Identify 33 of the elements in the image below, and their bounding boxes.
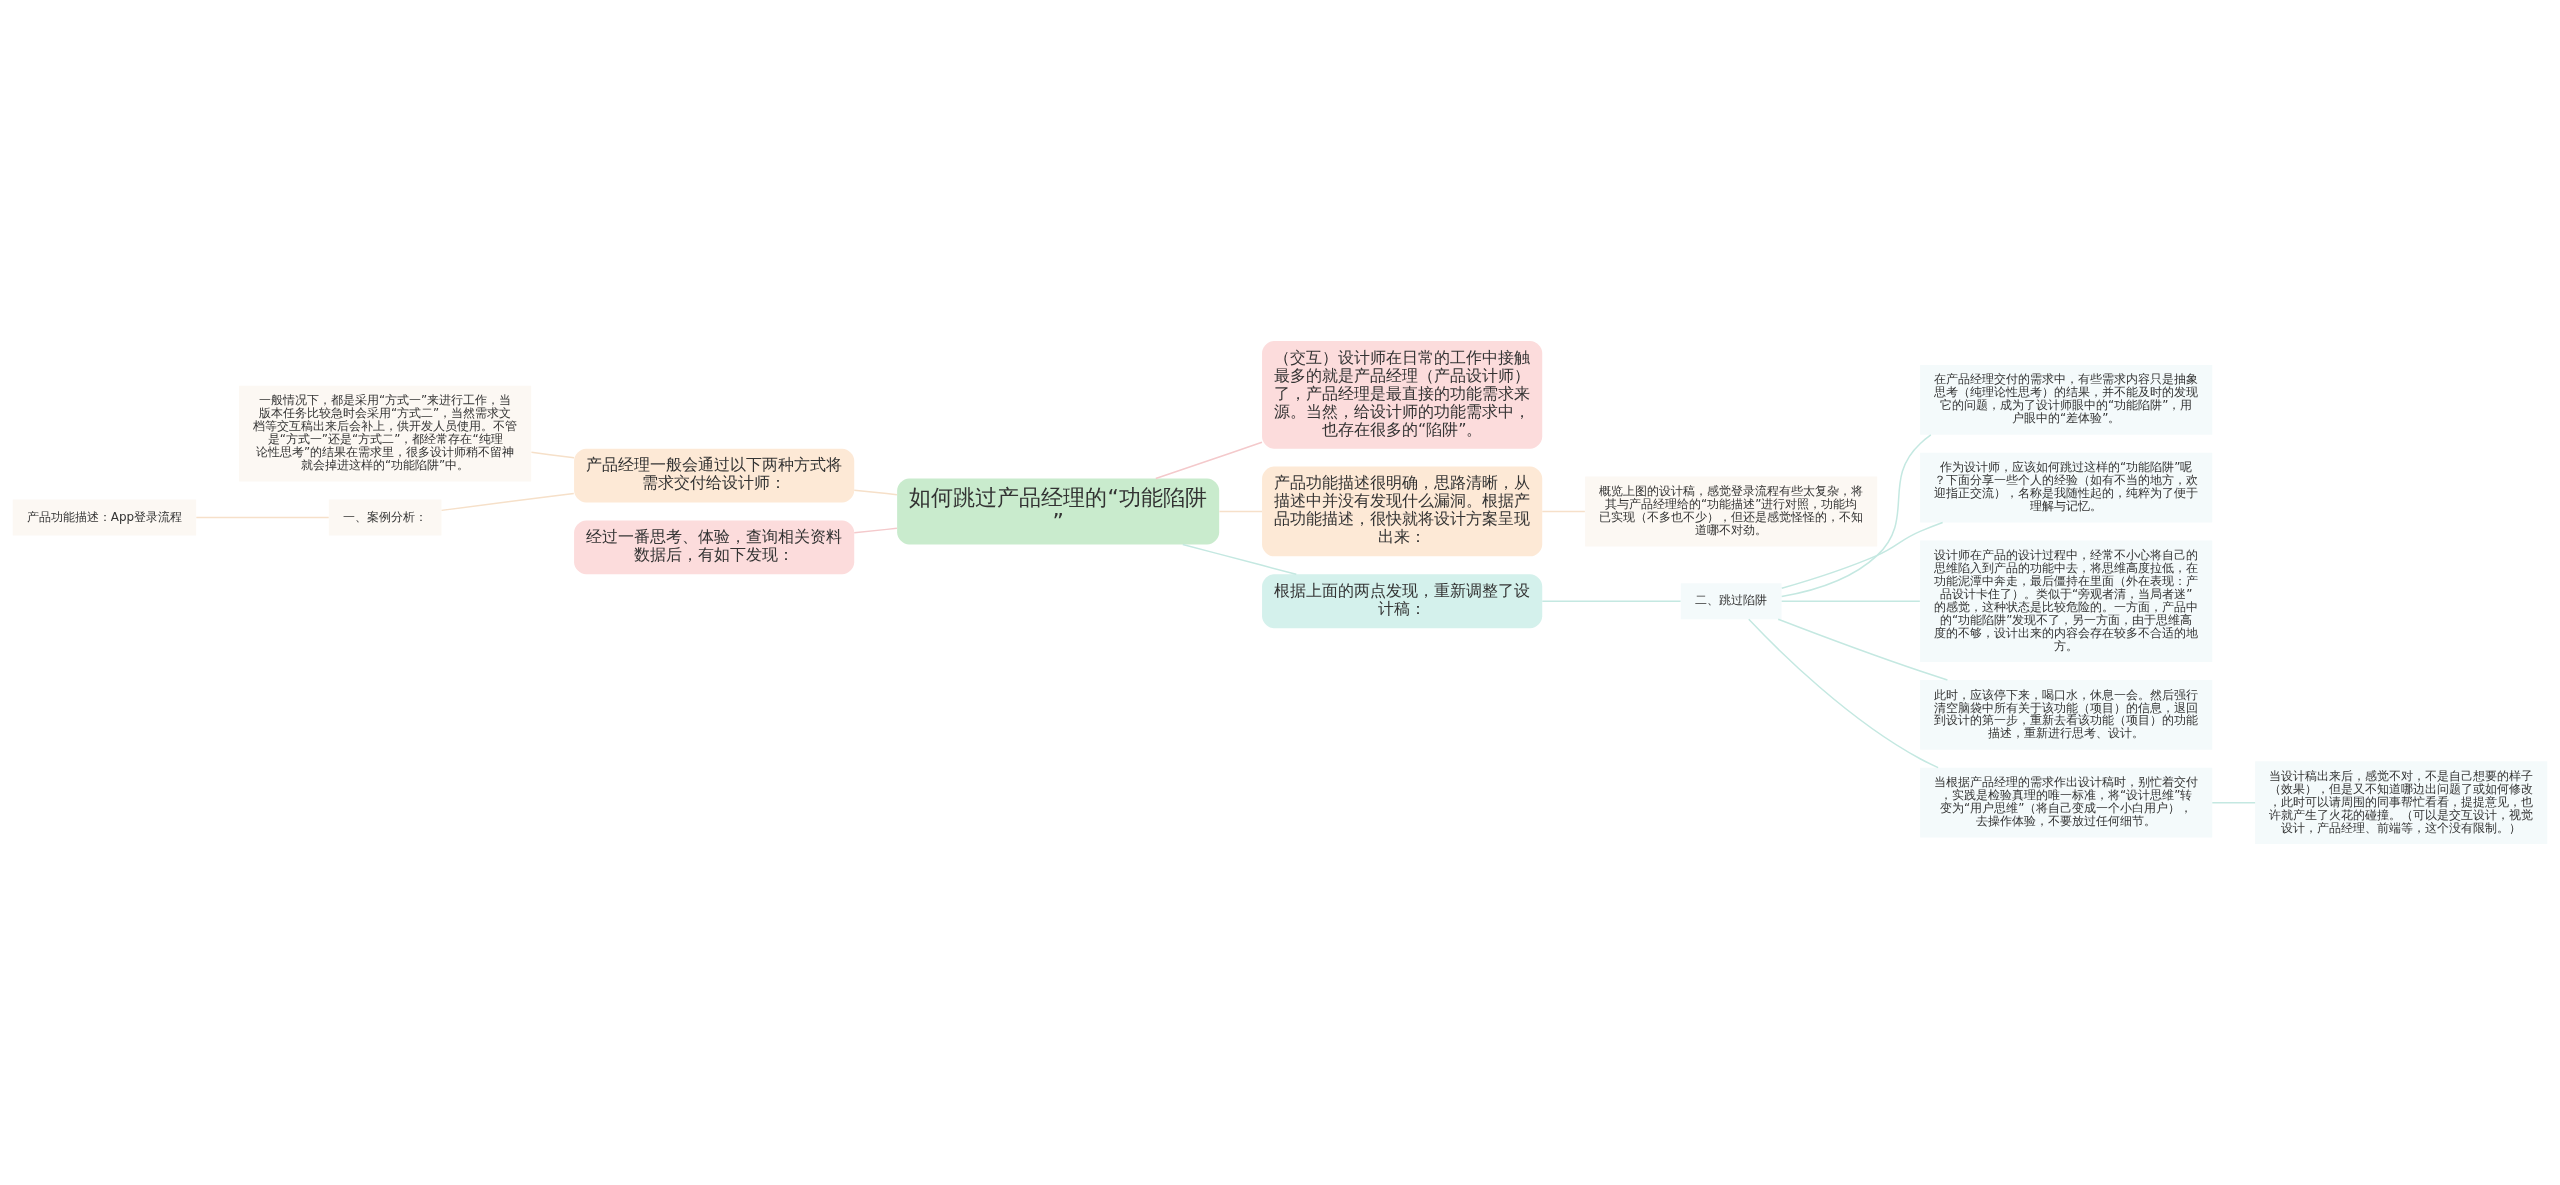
node-box: 产品经理一般会通过以下两种方式将需求交付给设计师： <box>574 448 855 503</box>
connector <box>1781 521 1944 589</box>
node-box: 概览上图的设计稿，感觉登录流程有些太复杂，将其与产品经理给的“功能描述”进行对照，功能均已实现（不多也不少），但还是感觉怪怪的，不知道哪不对劲。 <box>1585 476 1878 547</box>
connector <box>195 516 330 519</box>
node-box: 设计师在产品的设计过程中，经常不小心将自己的思维陷入到产品的功能中去，将思维高度拉低，在功能泥潭中奔走，最后僵持在里面（外在表现：产品设计卡住了）。类似于“旁观者清，当局者迷”的感觉，这种状态是比较危险的。一方面，产品中的“功能陷阱”发现不了，另一方面，由于思维高度的不够，设计出来的内容会存在较多不合适的地方。 <box>1920 540 2213 663</box>
connector <box>1541 600 1682 602</box>
node-box: 根据上面的两点发现，重新调整了设计稿： <box>1262 574 1543 629</box>
connector <box>1541 510 1586 513</box>
connector <box>2211 801 2256 804</box>
node-box: 产品功能描述：App登录流程 <box>12 499 197 536</box>
node-box: 作为设计师，应该如何跳过这样的“功能陷阱”呢？下面分享一些个人的经验（如有不当的地方，欢迎指正交流），名称是我随性起的，纯粹为了便于理解与记忆。 <box>1920 452 2213 523</box>
node-box: 此时，应该停下来，喝口水，休息一会。然后强行清空脑袋中所有关于该功能（项目）的信息，退回到设计的第一步，重新去看该功能（项目）的功能描述，重新进行思考、设计。 <box>1920 680 2213 750</box>
node-box: 当设计稿出来后，感觉不对，不是自己想要的样子（效果），但是又不知道哪边出问题了或如何修改，此时可以请周围的同事帮忙看看，提提意见，也许就产生了火花的碰撞。（可以是交互设计，视觉设计，产品经理、前端等，这个没有限制。） <box>2255 761 2548 844</box>
node-box: 经过一番思考、体验，查询相关资料数据后，有如下发现： <box>574 520 855 575</box>
node-box: 一般情况下，都是采用“方式一”来进行工作，当版本任务比较急时会采用“方式二”，当然需求文档等交互稿出来后会补上，供开发人员使用。不管是“方式一”还是“方式二”，都经常存在“纯理论性思考”的结果在需求里，很多设计师稍不留神就会掉进这样的“功能陷阱”中。 <box>239 385 532 482</box>
connector <box>530 451 575 459</box>
node-box: 在产品经理交付的需求中，有些需求内容只是抽象思考（纯理论性思考）的结果，并不能及时的发现它的问题，成为了设计师眼中的“功能陷阱”，用户眼中的“差体验”。 <box>1920 364 2213 435</box>
node-box: 如何跳过产品经理的“功能陷阱” <box>897 478 1220 545</box>
node-box: 当根据产品经理的需求作出设计稿时，别忙着交付，实践是检验真理的唯一标准，将“设计思维”转变为“用户思维”（将自己变成一个小白用户），去操作体验，不要放过任何细节。 <box>1920 767 2213 838</box>
node-box: 一、案例分析： <box>328 499 442 536</box>
connector <box>1777 618 1949 681</box>
connector <box>1155 441 1263 480</box>
connector <box>1182 543 1298 575</box>
node-box: 产品功能描述很明确，思路清晰，从描述中并没有发现什么漏洞。根据产品功能描述，很快就将设计方案呈现出来： <box>1262 466 1543 557</box>
connector <box>1218 510 1263 513</box>
connector <box>1780 600 1921 602</box>
node-box: 二、跳过陷阱 <box>1680 583 1782 620</box>
connector <box>1780 434 1932 598</box>
connector <box>1748 618 1939 769</box>
connector <box>853 489 898 496</box>
connector <box>853 527 898 534</box>
connector <box>440 492 575 512</box>
node-box: （交互）设计师在日常的工作中接触最多的就是产品经理（产品设计师）了，产品经理是最直接的功能需求来源。当然，给设计师的功能需求中，也存在很多的“陷阱”。 <box>1262 341 1543 449</box>
